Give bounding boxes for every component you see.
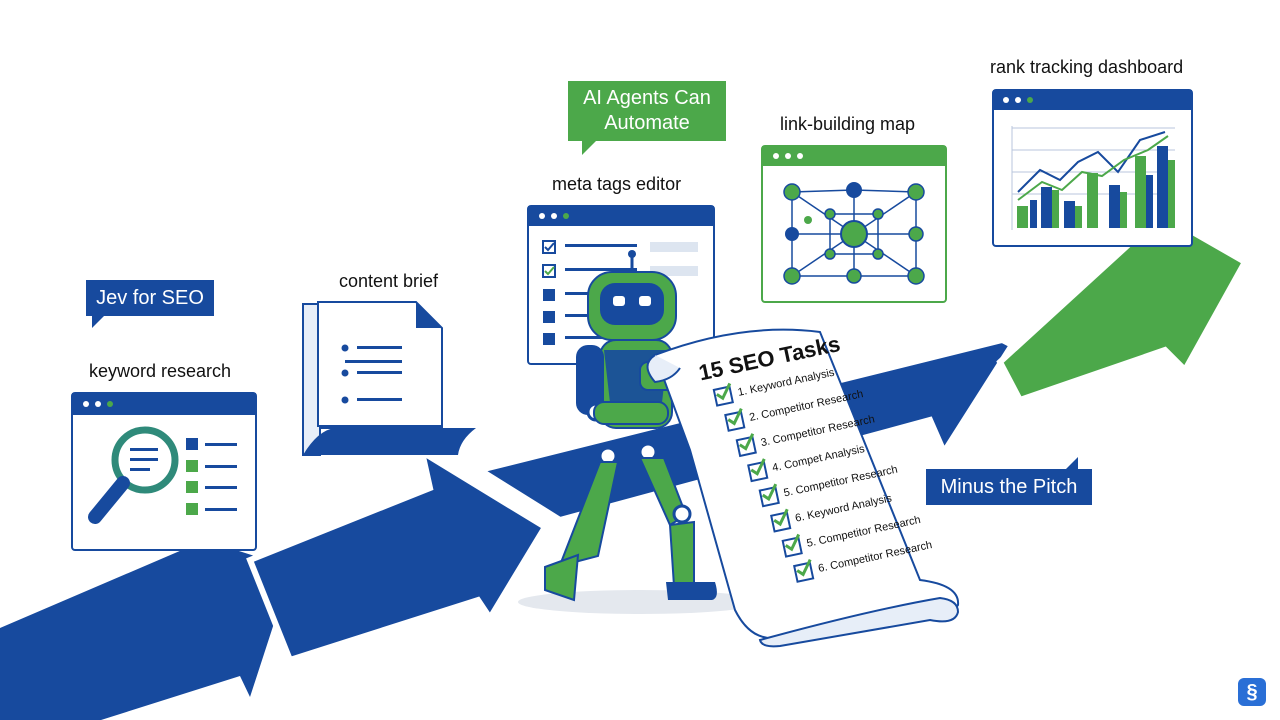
callout-minus-text: Minus the Pitch <box>940 476 1078 498</box>
checkmark-icon <box>792 558 815 583</box>
checkmark-icon <box>781 533 803 558</box>
label-content-brief: content brief <box>339 271 439 291</box>
task-item: 6. Competitor Research <box>792 530 938 586</box>
arrow-segment-2 <box>246 445 550 664</box>
task-item: 4. Compet Analysis <box>746 425 916 486</box>
network-icon <box>761 145 947 303</box>
callout-ai-line2: Automate <box>604 112 690 134</box>
callout-jev-text: Jev for SEO <box>96 287 204 309</box>
task-item: 6. Keyword Analysis <box>769 478 927 537</box>
checkmark-icon <box>735 432 757 457</box>
document-icon <box>302 301 476 456</box>
arrow-segment-1 <box>0 537 292 720</box>
checkmark-icon <box>758 482 780 507</box>
keyword-research-window <box>71 392 257 551</box>
checkmark-icon <box>712 382 734 407</box>
task-item: 3. Competitor Research <box>735 398 911 461</box>
callout-ai-agents: AI Agents Can Automate <box>568 81 726 141</box>
task-item: 1. Keyword Analysis <box>712 346 900 411</box>
callout-ai-line1: AI Agents Can <box>583 87 711 109</box>
callout-minus-tail <box>1066 457 1078 469</box>
callout-jev-tail <box>92 316 104 328</box>
label-meta-tags-editor: meta tags editor <box>552 174 682 194</box>
checkmark-icon <box>769 508 792 533</box>
task-item: 2. Competitor Research <box>723 372 905 436</box>
task-item: 5. Competitor Research <box>780 504 932 562</box>
checkmark-icon <box>724 407 746 432</box>
callout-minus-the-pitch: Minus the Pitch <box>926 469 1092 505</box>
label-rank-tracking: rank tracking dashboard <box>990 57 1184 77</box>
callout-jev-for-seo: Jev for SEO <box>86 280 214 316</box>
robot-icon <box>518 250 762 614</box>
task-item: 5. Competitor Research <box>758 451 922 511</box>
label-keyword-research: keyword research <box>89 361 232 381</box>
label-link-building-map: link-building map <box>780 114 916 134</box>
task-scroll <box>646 328 960 648</box>
bar-chart-icon <box>992 89 1193 247</box>
app-logo-icon: § <box>1238 678 1266 706</box>
checkmark-icon <box>746 457 769 482</box>
magnifier-icon <box>88 426 179 524</box>
callout-ai-tail <box>582 141 596 155</box>
